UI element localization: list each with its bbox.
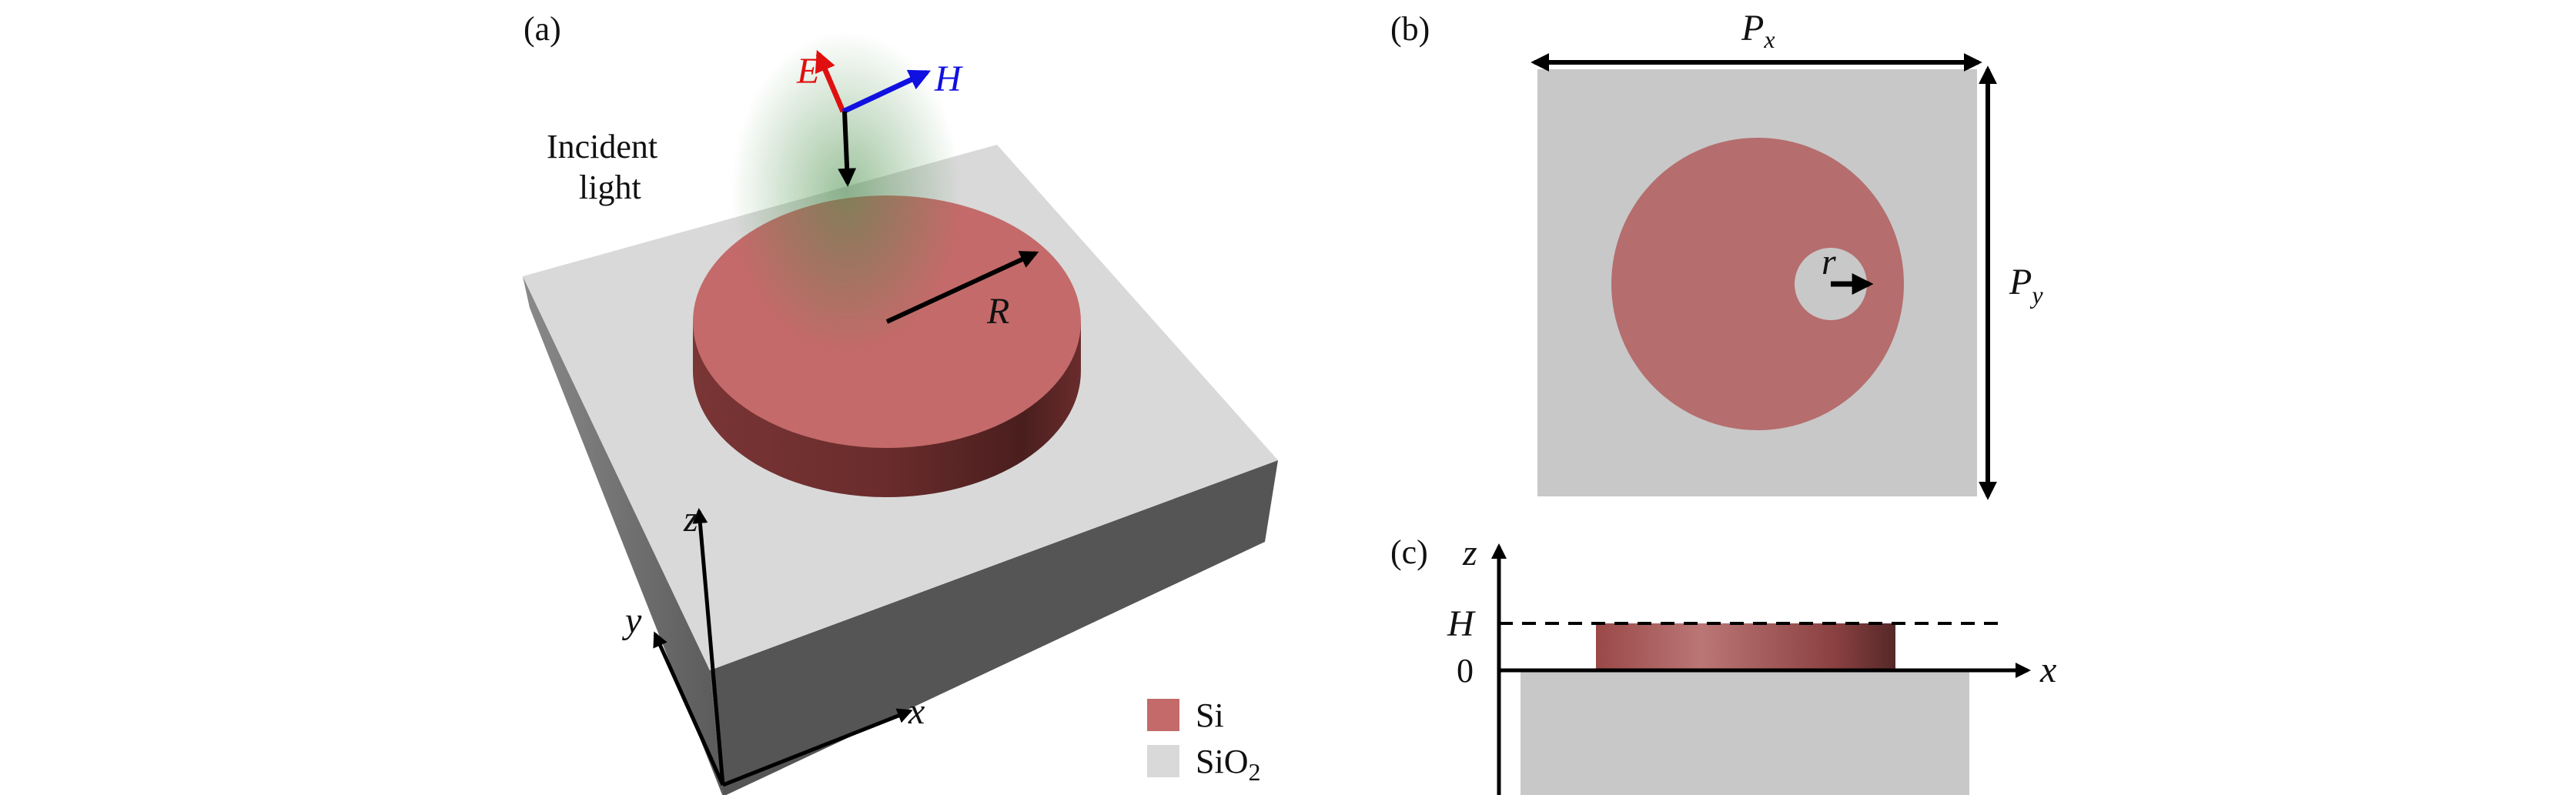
panel-c-label: (c) — [1390, 533, 1428, 571]
h-field-arrow — [841, 69, 932, 115]
panel-a: (a) R E H Incident light z y x Si SiO2 — [523, 10, 1278, 795]
h-field-label: H — [934, 58, 963, 99]
radius-arrow — [885, 251, 1039, 324]
propagation-arrow — [838, 111, 857, 187]
period-y-label: Py — [2009, 262, 2043, 309]
hole-radius-label: r — [1822, 242, 1836, 282]
e-field-arrow — [815, 49, 846, 113]
axis-x-label-c: x — [2039, 650, 2056, 690]
substrate-left-face — [523, 276, 723, 795]
e-field-label: E — [796, 51, 819, 92]
radius-label: R — [986, 291, 1009, 332]
cross-section-substrate — [1521, 670, 1969, 795]
incident-light-label-2: light — [579, 169, 641, 206]
height-label: H — [1447, 603, 1476, 644]
legend-si-label: Si — [1196, 696, 1224, 734]
axis-x-label: x — [908, 691, 925, 732]
panel-b: (b) r Px Py — [1390, 8, 2043, 500]
panel-c: (c) z H 0 x — [1390, 533, 2056, 795]
axis-x-arrow — [722, 708, 913, 787]
legend-sio2-swatch — [1147, 745, 1179, 777]
axis-z-label-c: z — [1462, 533, 1477, 573]
panel-a-label: (a) — [524, 10, 561, 48]
axis-y-arrow — [653, 631, 725, 787]
si-disk — [1611, 138, 1904, 430]
incident-light-label-1: Incident — [547, 128, 657, 165]
period-x-label: Px — [1741, 8, 1775, 53]
cross-section-pillar — [1596, 623, 1895, 670]
legend-si-swatch — [1147, 699, 1179, 731]
substrate-front-face — [710, 460, 1278, 795]
legend-sio2-label: SiO2 — [1196, 743, 1260, 786]
axis-z-label: z — [683, 499, 698, 539]
panel-b-label: (b) — [1390, 10, 1430, 48]
axis-z-arrow — [692, 508, 725, 786]
axis-y-label: y — [621, 600, 642, 641]
zero-label: 0 — [1457, 652, 1474, 690]
incident-light-glow — [731, 31, 962, 354]
